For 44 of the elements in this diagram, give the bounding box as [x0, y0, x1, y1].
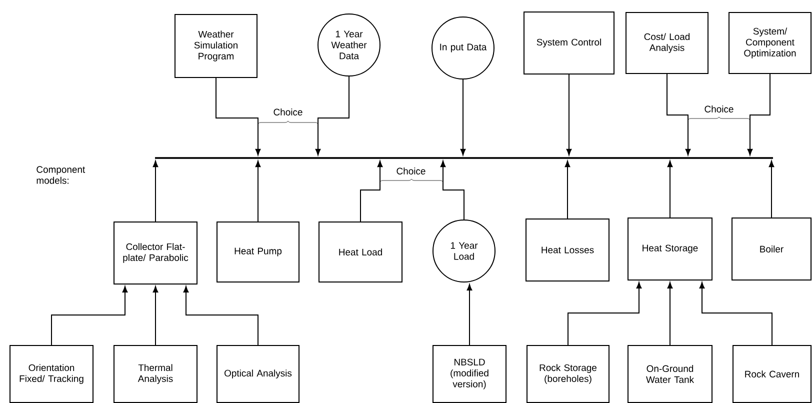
process-box: Heat Pump [216, 222, 300, 282]
process-box: Rock Storage (boreholes) [526, 345, 610, 403]
process-box: Boiler [732, 218, 812, 280]
choice-label: Choice [274, 108, 302, 116]
process-box: On-Ground Water Tank [628, 345, 712, 403]
section-label: Component models: [36, 166, 86, 184]
process-box: Heat Load [318, 222, 402, 282]
arrow [255, 160, 261, 222]
process-box: NBSLD (modified version) [432, 345, 506, 403]
process-box: Heat Storage [628, 218, 712, 280]
arrow [183, 286, 258, 346]
arrow [667, 160, 673, 218]
arrow [667, 282, 673, 346]
arrow [566, 74, 572, 156]
arrow [360, 160, 383, 222]
arrow [768, 160, 774, 218]
process-box: Optical Analysis [216, 345, 300, 403]
process-box: System Control [524, 12, 614, 74]
circle-node: 1 Year Weather Data [318, 14, 380, 76]
arrow [51, 286, 128, 346]
choice-label: Choice [396, 168, 426, 174]
arrow [440, 160, 464, 220]
arrow [568, 282, 642, 346]
arrow [460, 79, 466, 156]
arrow [699, 282, 772, 346]
arrow [152, 160, 158, 222]
process-box: Rock Cavern [732, 345, 812, 403]
arrow [152, 286, 158, 346]
arrow [747, 74, 770, 156]
process-box: Cost/ Load Analysis [626, 12, 708, 74]
arrow [466, 284, 472, 346]
arrow [315, 76, 350, 156]
arrow [666, 74, 691, 156]
process-box: Thermal Analysis [114, 345, 198, 403]
choice-label: Choice [704, 106, 734, 112]
arrow [564, 160, 570, 219]
circle-node: In put Data [432, 16, 494, 80]
process-box: Collector Flat-plate/ Parabolic [114, 222, 198, 284]
process-box: System/ Component Optimization [728, 12, 812, 74]
process-box: Heat Losses [526, 218, 610, 282]
process-box: Orientation Fixed/ Tracking [10, 345, 94, 403]
arrow [216, 78, 261, 156]
process-box: Weather Simulation Program [174, 14, 258, 78]
circle-node: 1 Year Load [432, 220, 496, 282]
